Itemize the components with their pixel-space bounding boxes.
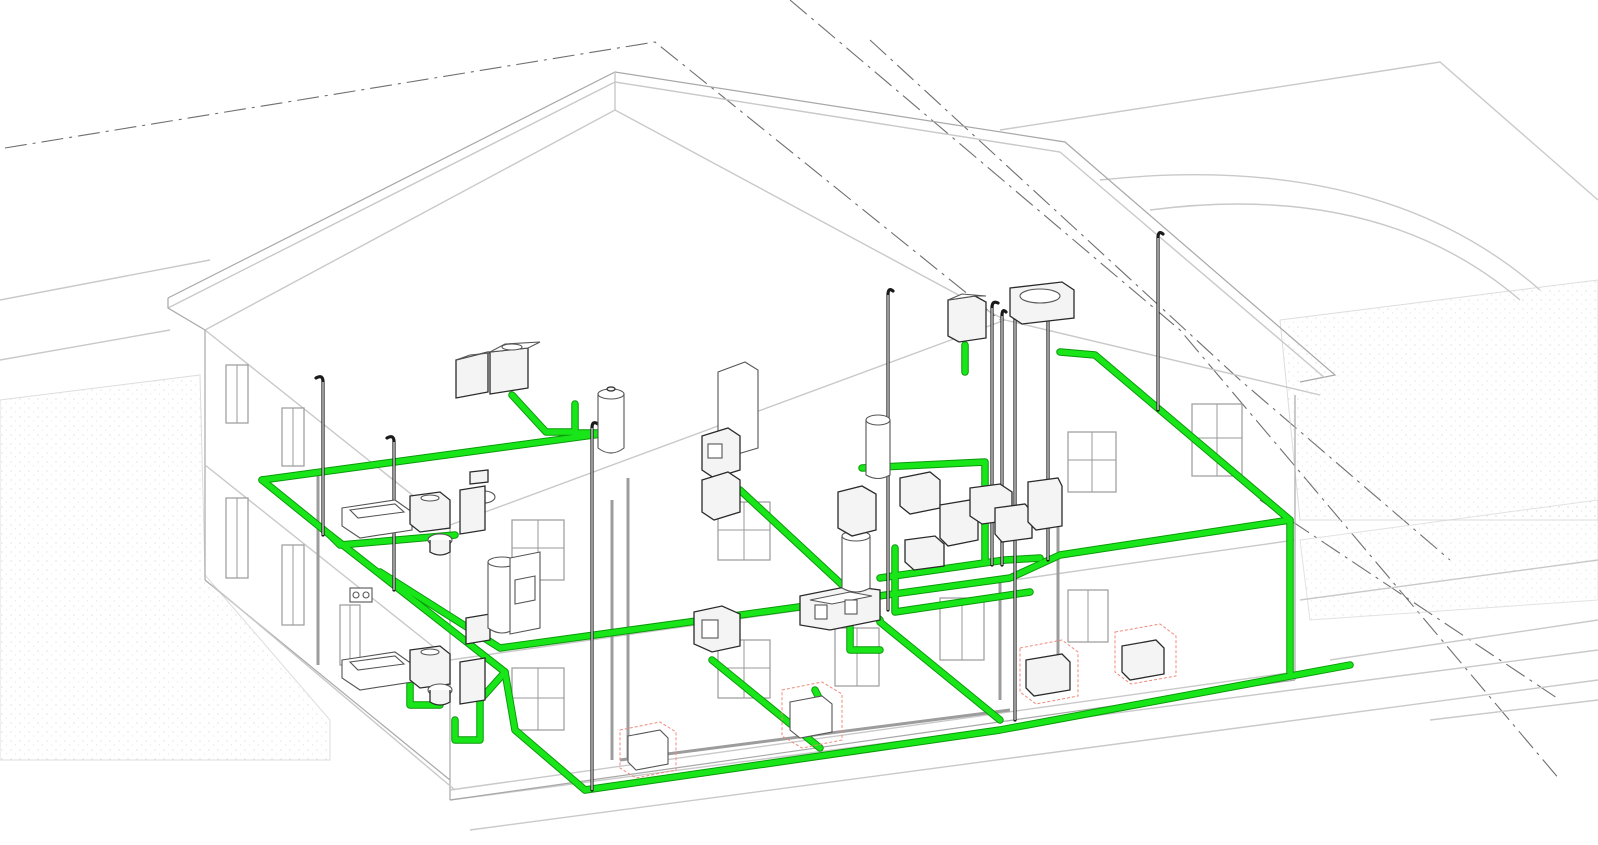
hvac-unit-icon — [781, 681, 843, 749]
window-icon — [225, 364, 249, 424]
toilet-icon — [427, 469, 496, 556]
windows — [225, 364, 1243, 731]
sink-icon — [969, 477, 1063, 543]
window-icon — [1067, 431, 1117, 493]
bathtub-icon — [1009, 281, 1075, 325]
window-icon — [225, 497, 249, 579]
sink-icon — [409, 645, 451, 689]
washer-icon — [693, 605, 741, 653]
water-heater-icon — [841, 414, 891, 593]
fixtures — [341, 281, 1075, 706]
window-icon — [281, 544, 305, 626]
water-heater-icon — [597, 386, 625, 454]
sink-icon — [455, 341, 541, 399]
bathtub-icon — [341, 499, 413, 539]
window-icon — [1067, 589, 1109, 643]
ground-areas — [0, 279, 1598, 761]
window-icon — [339, 604, 361, 666]
window-icon — [511, 667, 565, 731]
washer-icon — [837, 471, 979, 571]
window-icon — [281, 407, 305, 467]
hvac-units — [619, 623, 1177, 779]
sink-icon — [799, 585, 881, 631]
hvac-unit-icon — [619, 721, 677, 779]
window-icon — [939, 597, 985, 661]
vent-stack-icon — [1156, 231, 1165, 412]
toilet-icon — [427, 613, 491, 706]
vent-stack-icon — [314, 375, 325, 537]
washer-icon — [701, 361, 759, 521]
fixture-marker — [349, 587, 373, 603]
hvac-unit-icon — [1019, 639, 1079, 705]
sink-icon — [409, 491, 451, 533]
sink-icon — [947, 293, 987, 343]
window-icon — [834, 627, 880, 687]
vent-stack-icon — [590, 421, 600, 792]
hvac-unit-icon — [1114, 623, 1177, 685]
water-heater-icon — [487, 551, 541, 635]
